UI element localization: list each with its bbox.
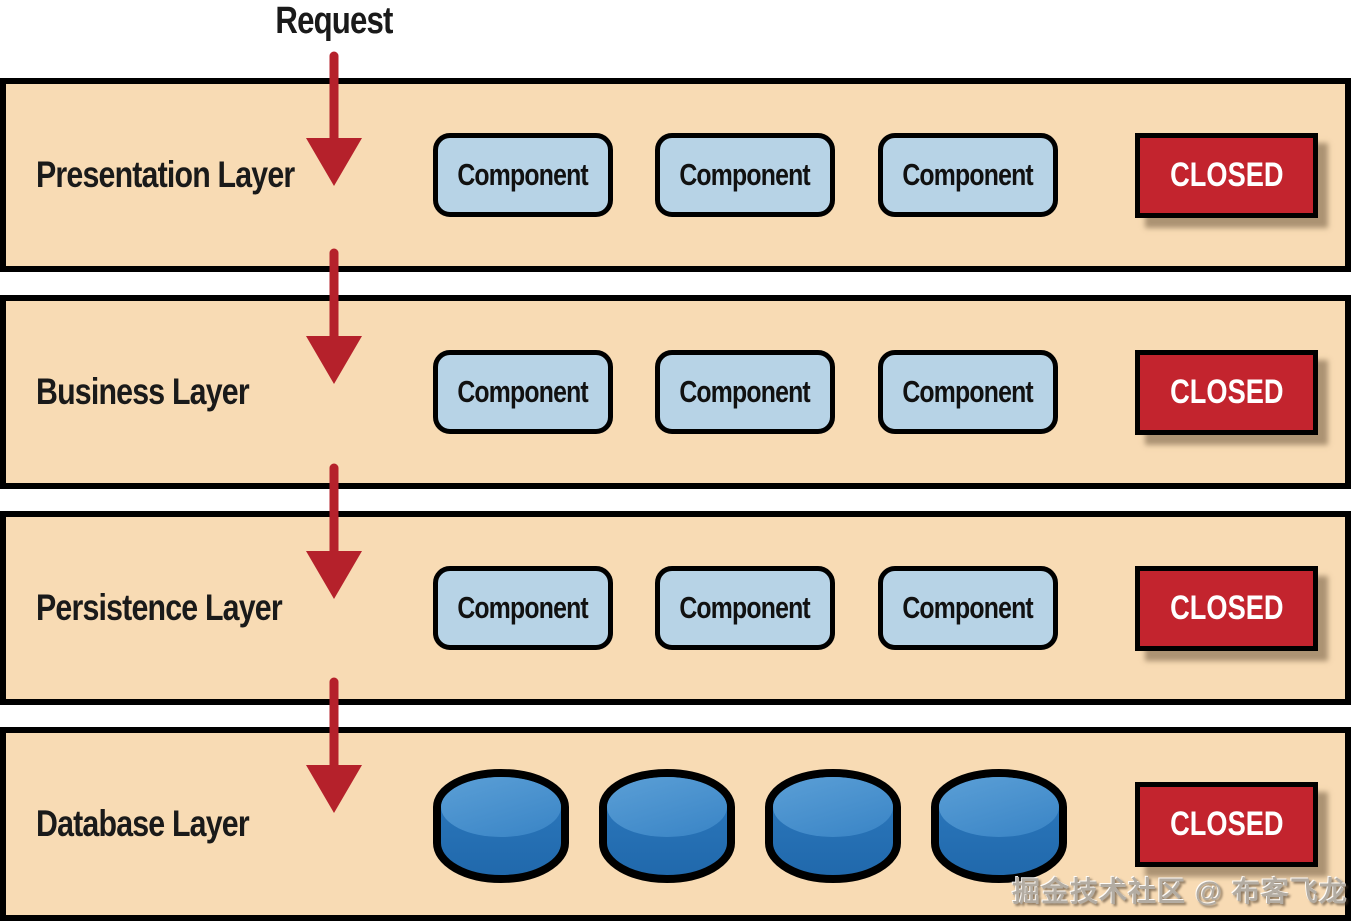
- layer-presentation-label: Presentation Layer: [36, 84, 351, 266]
- component-box: Component: [878, 133, 1058, 217]
- layer-presentation: Presentation Layer Component Component C…: [0, 78, 1351, 272]
- component-box: Component: [433, 133, 613, 217]
- closed-label: CLOSED: [1169, 589, 1284, 627]
- component-label: Component: [679, 157, 811, 192]
- component-label: Component: [457, 374, 589, 409]
- layer-persistence-label: Persistence Layer: [36, 517, 336, 699]
- component-label: Component: [902, 374, 1034, 409]
- request-label: Request: [275, 0, 393, 42]
- closed-label: CLOSED: [1169, 156, 1284, 194]
- layer-presentation-label-text: Presentation Layer: [36, 154, 295, 195]
- closed-label: CLOSED: [1169, 373, 1284, 411]
- component-label: Component: [902, 157, 1034, 192]
- layer-database-label-text: Database Layer: [36, 803, 250, 844]
- closed-badge: CLOSED: [1135, 782, 1318, 867]
- database-cylinder-icon: [931, 769, 1067, 883]
- layer-business-label: Business Layer: [36, 301, 296, 483]
- component-box: Component: [433, 566, 613, 650]
- component-box: Component: [655, 350, 835, 434]
- layer-database-label: Database Layer: [36, 733, 296, 915]
- component-label: Component: [679, 374, 811, 409]
- component-box: Component: [655, 566, 835, 650]
- closed-badge: CLOSED: [1135, 350, 1318, 435]
- layer-database: Database Layer CLOSED: [0, 727, 1351, 921]
- component-box: Component: [655, 133, 835, 217]
- database-cylinder-icon: [599, 769, 735, 883]
- closed-label: CLOSED: [1169, 805, 1284, 843]
- component-label: Component: [457, 157, 589, 192]
- layer-business: Business Layer Component Component Compo…: [0, 295, 1351, 489]
- layer-business-label-text: Business Layer: [36, 371, 250, 412]
- component-box: Component: [878, 566, 1058, 650]
- component-box: Component: [878, 350, 1058, 434]
- watermark-text: 掘金技术社区 @ 布客飞龙: [1012, 876, 1348, 907]
- component-label: Component: [457, 590, 589, 625]
- component-label: Component: [902, 590, 1034, 625]
- layer-persistence-label-text: Persistence Layer: [36, 587, 283, 628]
- component-label: Component: [679, 590, 811, 625]
- layer-persistence: Persistence Layer Component Component Co…: [0, 511, 1351, 705]
- component-box: Component: [433, 350, 613, 434]
- closed-badge: CLOSED: [1135, 566, 1318, 651]
- database-cylinder-icon: [433, 769, 569, 883]
- database-cylinder-icon: [765, 769, 901, 883]
- closed-badge: CLOSED: [1135, 133, 1318, 218]
